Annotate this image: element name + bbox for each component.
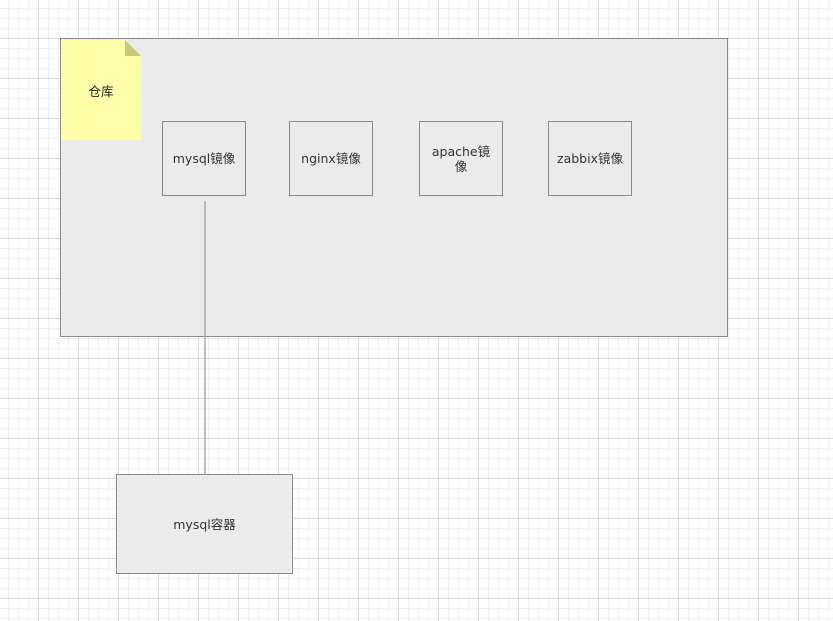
note-fold: [125, 40, 141, 56]
container-node-label: mysql容器: [173, 516, 236, 532]
image-node-nginx[interactable]: nginx镜像: [289, 121, 373, 196]
note-body: [61, 40, 141, 140]
repository-note[interactable]: 仓库: [61, 40, 141, 140]
repository-label: 仓库: [88, 83, 114, 99]
image-node-label: nginx镜像: [301, 151, 361, 166]
image-node-zabbix[interactable]: zabbix镜像: [548, 121, 632, 196]
image-node-label: apache镜像: [431, 143, 491, 174]
container-node-mysql[interactable]: mysql容器: [116, 474, 293, 574]
image-node-label: mysql镜像: [172, 151, 236, 166]
image-node-mysql[interactable]: mysql镜像: [162, 121, 246, 196]
image-node-label: zabbix镜像: [557, 151, 623, 166]
image-node-apache[interactable]: apache镜像: [419, 121, 503, 196]
note-shape: [61, 40, 141, 140]
